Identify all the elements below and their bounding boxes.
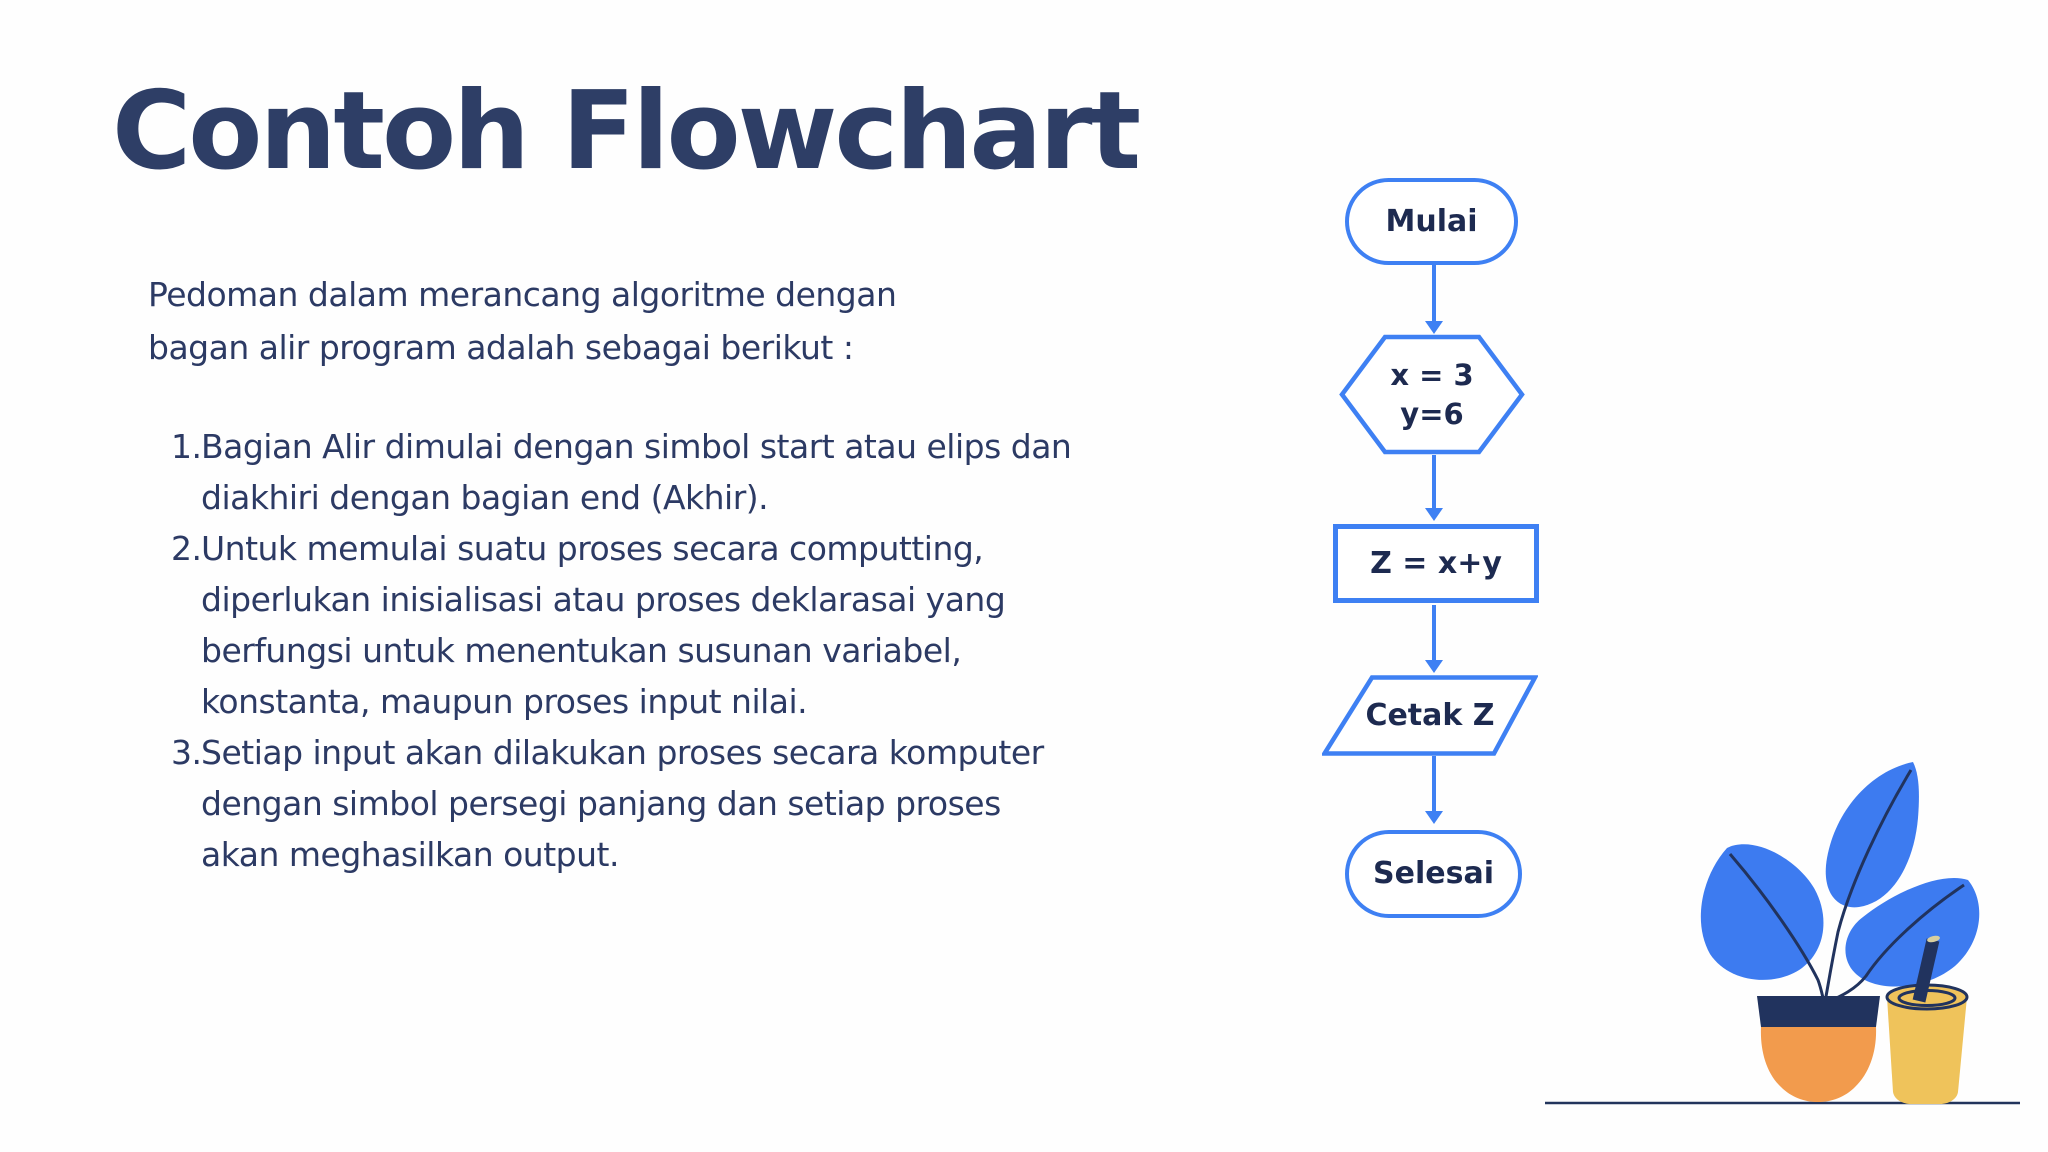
item-text: Bagian Alir dimulai dengan simbol start … (201, 421, 1072, 523)
drink-cup (1885, 935, 1969, 1104)
item-text: Setiap input akan dilakukan proses secar… (201, 727, 1044, 880)
plant-leaf (1700, 844, 1824, 980)
item-line: dengan simbol persegi panjang dan setiap… (201, 784, 1001, 823)
item-line: berfungsi untuk menentukan susunan varia… (201, 631, 962, 670)
flowchart-node-process: Z = x+y (1333, 524, 1539, 603)
item-number: 2. (171, 529, 202, 568)
item-line: Untuk memulai suatu proses secara comput… (201, 529, 984, 568)
arrowhead-icon (1425, 321, 1443, 334)
pot-rim (1757, 996, 1880, 1027)
item-line: konstanta, maupun proses input nilai. (201, 682, 808, 721)
arrowhead-icon (1425, 811, 1443, 824)
page-title: Contoh Flowchart (112, 69, 1141, 194)
intro-paragraph: Pedoman dalam merancang algoritme dengan… (148, 268, 897, 374)
node-label: y=6 (1400, 396, 1464, 431)
straw-cut-face (1927, 935, 1940, 943)
item-text: Untuk memulai suatu proses secara comput… (201, 523, 1006, 727)
flowchart-node-output: Cetak Z (1322, 675, 1538, 756)
node-label: x = 3 (1390, 357, 1474, 392)
arrowhead-icon (1425, 508, 1443, 521)
node-label: Z = x+y (1370, 545, 1502, 581)
straw (1912, 938, 1940, 1003)
list-item: 1. Bagian Alir dimulai dengan simbol sta… (171, 421, 1072, 523)
leaf-stem (1828, 883, 1965, 1003)
connector-arrow (1425, 455, 1443, 521)
arrowhead-icon (1425, 660, 1443, 673)
arrow-shaft (1432, 756, 1436, 811)
flowchart-node-start: Mulai (1345, 178, 1518, 265)
connector-arrow (1425, 265, 1443, 334)
item-number: 3. (171, 733, 202, 772)
arrow-shaft (1432, 605, 1436, 660)
io-parallelogram-shape (1322, 675, 1538, 756)
item-line: Bagian Alir dimulai dengan simbol start … (201, 427, 1072, 466)
intro-line: bagan alir program adalah sebagai beriku… (148, 328, 854, 367)
flowchart-node-end: Selesai (1345, 830, 1522, 918)
item-line: akan meghasilkan output. (201, 835, 619, 874)
plant-illustration (1545, 762, 2020, 1105)
node-label: Mulai (1385, 203, 1478, 239)
node-label: Selesai (1373, 856, 1494, 891)
intro-line: Pedoman dalam merancang algoritme dengan (148, 275, 897, 314)
item-number: 1. (171, 427, 202, 466)
preparation-hexagon-shape (1339, 334, 1525, 455)
leaf-stem (1728, 853, 1826, 1003)
item-line: Setiap input akan dilakukan proses secar… (201, 733, 1044, 772)
item-line: diperlukan inisialisasi atau proses dekl… (201, 580, 1006, 619)
list-item: 3. Setiap input akan dilakukan proses se… (171, 727, 1071, 880)
flowchart-node-init: x = 3 y=6 (1339, 334, 1525, 455)
connector-arrow (1425, 605, 1443, 673)
list-item: 2. Untuk memulai suatu proses secara com… (171, 523, 1071, 727)
arrow-shaft (1432, 265, 1436, 321)
leaf-stem (1823, 769, 1913, 1003)
cup-body (1887, 997, 1967, 1104)
plant-leaf (1825, 762, 1919, 908)
arrow-shaft (1432, 455, 1436, 508)
item-line: diakhiri dengan bagian end (Akhir). (201, 478, 769, 517)
connector-arrow (1425, 756, 1443, 824)
guidelines-list: 1. Bagian Alir dimulai dengan simbol sta… (171, 421, 1072, 880)
plant-leaves (1700, 762, 1980, 1003)
plant-pot (1757, 996, 1880, 1102)
node-label: Cetak Z (1365, 697, 1495, 733)
pot-bowl (1760, 1027, 1877, 1102)
